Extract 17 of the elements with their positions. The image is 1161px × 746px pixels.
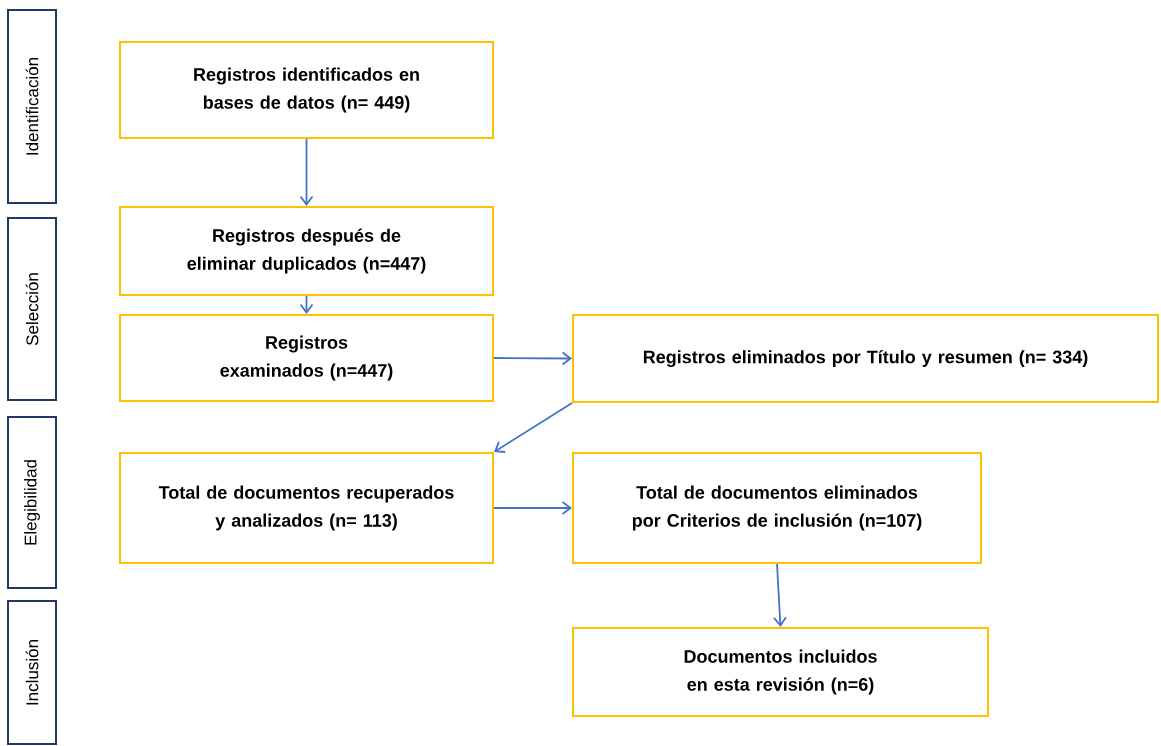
process-box: Registros eliminados por Título y resumen (n= 334)	[572, 314, 1159, 403]
phase-label-box: Selección	[7, 217, 57, 401]
process-box: Total de documentos eliminados por Criterios de inclusión (n=107)	[572, 452, 982, 564]
phase-label-box: Identificación	[7, 9, 57, 204]
process-box: Documentos incluidos en esta revisión (n=6)	[572, 627, 989, 717]
arrow	[494, 402, 573, 453]
process-box: Registros examinados (n=447)	[119, 314, 494, 402]
process-box: Registros después de eliminar duplicados (n=447)	[119, 206, 494, 296]
arrow	[299, 138, 314, 206]
arrow	[299, 295, 314, 314]
phase-label-box: Inclusión	[7, 600, 57, 745]
arrow	[773, 563, 787, 627]
phase-label-box: Elegibilidad	[7, 416, 57, 589]
arrow	[493, 501, 572, 515]
process-box: Total de documentos recuperados y analizados (n= 113)	[119, 452, 494, 564]
arrow	[493, 351, 572, 366]
process-box: Registros identificados en bases de datos (n= 449)	[119, 41, 494, 139]
